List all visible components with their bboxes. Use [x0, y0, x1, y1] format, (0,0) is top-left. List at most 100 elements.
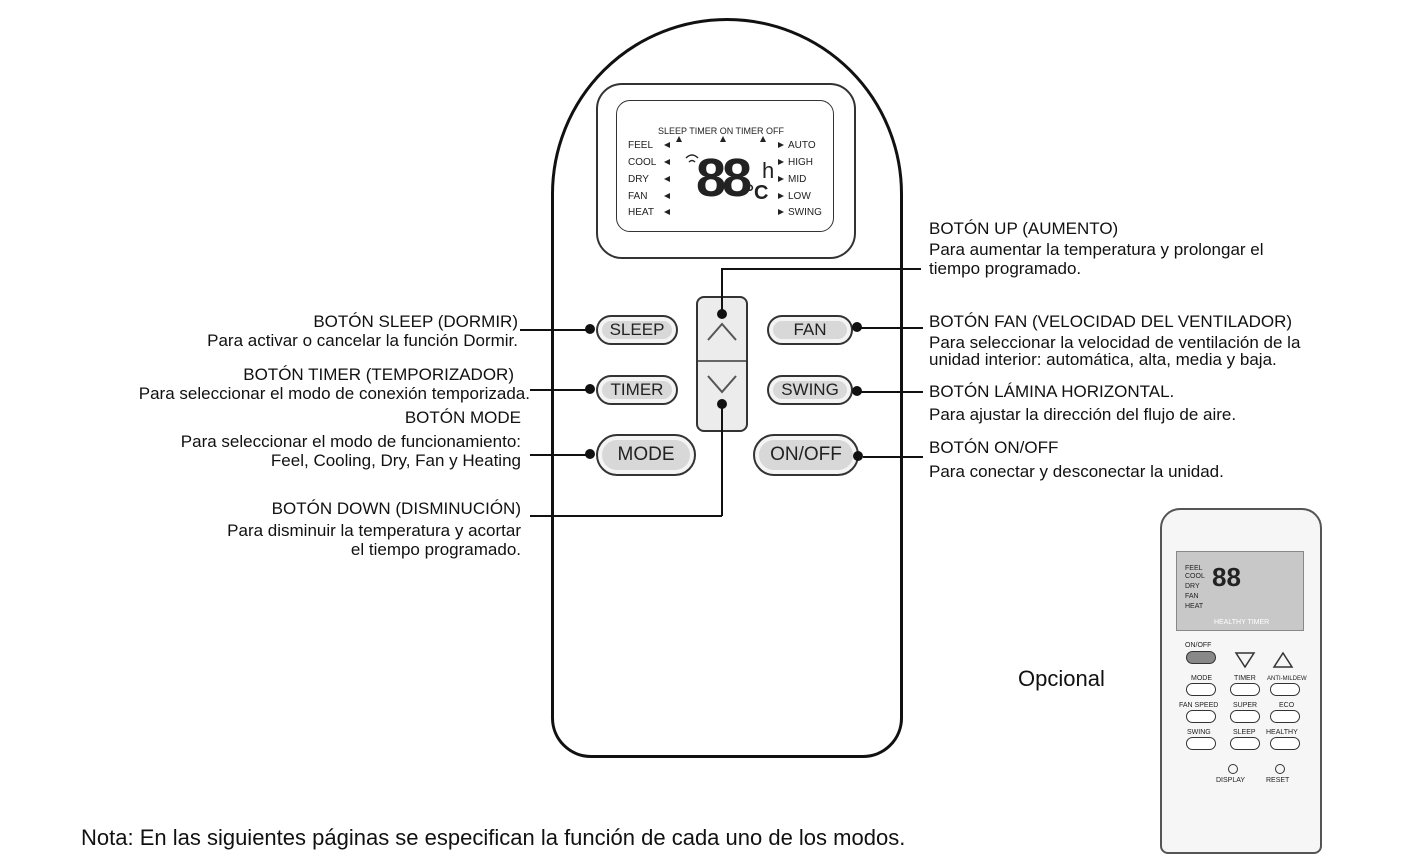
lcd-mode-fan: FAN — [628, 191, 648, 202]
fan-leader-dot — [852, 322, 862, 332]
optional-label: Opcional — [1018, 666, 1105, 691]
swing-leader-dot — [852, 386, 862, 396]
mini-healthy-label: HEALTHY — [1266, 729, 1298, 736]
onoff-annotation-desc: Para conectar y desconectar la unidad. — [929, 462, 1224, 481]
mini-mode-label: MODE — [1191, 675, 1212, 682]
sleep-leader-dot — [585, 324, 595, 334]
up-annotation-desc-1: Para aumentar la temperatura y prolongar… — [929, 240, 1264, 259]
onoff-annotation-title: BOTÓN ON/OFF — [929, 438, 1059, 457]
lcd-fan-low: LOW — [788, 191, 811, 202]
mini-lcd-mode-cool: COOL — [1185, 573, 1205, 580]
fan-leader-line — [857, 327, 923, 329]
up-leader-dot — [717, 309, 727, 319]
down-leader-dot — [717, 399, 727, 409]
swing-leader-line — [857, 391, 923, 393]
mini-lcd-mode-feel: FEEL — [1185, 565, 1203, 572]
fan-annotation-desc-2: unidad interior: automática, alta, media… — [929, 350, 1277, 369]
optional-remote-lcd — [1176, 551, 1304, 631]
mini-timer-button[interactable] — [1230, 683, 1260, 696]
down-leader-line — [530, 515, 722, 517]
lcd-arrows-icon — [664, 136, 784, 215]
lcd-unit-h: h — [762, 158, 775, 183]
mini-timer-label: TIMER — [1234, 675, 1256, 682]
lcd-fan-auto: AUTO — [788, 140, 816, 151]
swing-button[interactable]: SWING — [767, 375, 853, 405]
mini-swing-label: SWING — [1187, 729, 1211, 736]
onoff-leader-line — [863, 456, 923, 458]
fan-button-label: FAN — [793, 320, 827, 339]
lcd-unit-c: °C — [746, 182, 769, 204]
onoff-button[interactable]: ON/OFF — [753, 434, 859, 476]
mode-leader-dot — [585, 449, 595, 459]
mode-button-label: MODE — [617, 444, 675, 465]
mini-healthy-button[interactable] — [1270, 737, 1300, 750]
down-button[interactable] — [700, 364, 744, 424]
sleep-button[interactable]: SLEEP — [596, 315, 678, 345]
sleep-annotation-desc: Para activar o cancelar la función Dormi… — [207, 331, 518, 350]
swing-button-label: SWING — [781, 380, 839, 399]
mini-super-label: SUPER — [1233, 702, 1258, 709]
mode-leader-line — [530, 454, 592, 456]
timer-button[interactable]: TIMER — [596, 375, 678, 405]
down-annotation-title: BOTÓN DOWN (DISMINUCIÓN) — [271, 499, 521, 518]
pad-divider — [698, 360, 746, 362]
mini-lcd-mode-fan: FAN — [1185, 593, 1199, 600]
mini-fanspeed-button[interactable] — [1186, 710, 1216, 723]
lcd-digits: 88 — [696, 148, 752, 208]
down-leader-vertical — [721, 404, 723, 516]
mini-onoff-button[interactable] — [1186, 651, 1216, 664]
mode-button[interactable]: MODE — [596, 434, 696, 476]
mode-annotation-desc-1: Para seleccionar el modo de funcionamien… — [180, 432, 521, 451]
mini-display-button[interactable] — [1228, 764, 1238, 774]
onoff-button-label: ON/OFF — [770, 444, 842, 465]
mode-annotation-desc-2: Feel, Cooling, Dry, Fan y Heating — [270, 451, 521, 470]
timer-button-label: TIMER — [610, 380, 664, 399]
onoff-leader-dot — [853, 451, 863, 461]
lcd-mode-dry: DRY — [628, 174, 649, 185]
lcd-fan-high: HIGH — [788, 157, 813, 168]
mini-lcd-mode-heat: HEAT — [1185, 603, 1204, 610]
mini-eco-label: ECO — [1279, 702, 1295, 709]
up-annotation-desc-2: tiempo programado. — [929, 259, 1082, 278]
up-button[interactable] — [700, 300, 744, 358]
mini-fanspeed-label: FAN SPEED — [1179, 702, 1219, 709]
mini-super-button[interactable] — [1230, 710, 1260, 723]
fan-annotation-desc-1: Para seleccionar la velocidad de ventila… — [929, 333, 1301, 352]
chevron-up-icon — [707, 322, 737, 341]
swing-annotation-desc: Para ajustar la dirección del flujo de a… — [929, 405, 1237, 424]
mini-onoff-label: ON/OFF — [1185, 642, 1212, 649]
sleep-annotation-title: BOTÓN SLEEP (DORMIR) — [313, 312, 518, 331]
lcd-frame — [596, 83, 856, 259]
mini-display-label: DISPLAY — [1216, 777, 1246, 784]
timer-annotation-title: BOTÓN TIMER (TEMPORIZADOR) — [243, 365, 514, 384]
lcd-screen — [616, 100, 834, 232]
timer-annotation-desc: Para seleccionar el modo de conexión tem… — [138, 384, 530, 403]
mini-sleep-button[interactable] — [1230, 737, 1260, 750]
up-leader-vertical — [721, 268, 723, 314]
mini-mode-button[interactable] — [1186, 683, 1216, 696]
mini-lcd-mode-dry: DRY — [1185, 583, 1200, 590]
mini-reset-label: RESET — [1266, 777, 1290, 784]
mini-arrow-buttons-icon[interactable] — [1232, 650, 1312, 670]
lcd-mode-cool: COOL — [628, 157, 657, 168]
lcd-fan-swing: SWING — [788, 207, 822, 218]
swing-annotation-title: BOTÓN LÁMINA HORIZONTAL. — [929, 382, 1175, 401]
up-leader-line — [721, 268, 921, 270]
mini-sleep-label: SLEEP — [1233, 729, 1256, 736]
sleep-leader-line — [520, 329, 592, 331]
lcd-mode-heat: HEAT — [628, 207, 654, 218]
mini-antimildew-button[interactable] — [1270, 683, 1300, 696]
down-annotation-desc-2: el tiempo programado. — [350, 540, 521, 559]
chevron-down-icon — [707, 375, 737, 394]
mini-swing-button[interactable] — [1186, 737, 1216, 750]
fan-button[interactable]: FAN — [767, 315, 853, 345]
timer-leader-line — [530, 389, 592, 391]
lcd-mode-feel: FEEL — [628, 140, 654, 151]
up-annotation-title: BOTÓN UP (AUMENTO) — [929, 219, 1119, 238]
timer-leader-dot — [585, 384, 595, 394]
mini-reset-button[interactable] — [1275, 764, 1285, 774]
lcd-top-labels: SLEEP TIMER ON TIMER OFF — [658, 126, 785, 136]
mini-eco-button[interactable] — [1270, 710, 1300, 723]
mini-lcd-digits: 88 — [1212, 562, 1241, 592]
mini-antimildew-label: ANTI-MILDEW — [1267, 676, 1307, 682]
